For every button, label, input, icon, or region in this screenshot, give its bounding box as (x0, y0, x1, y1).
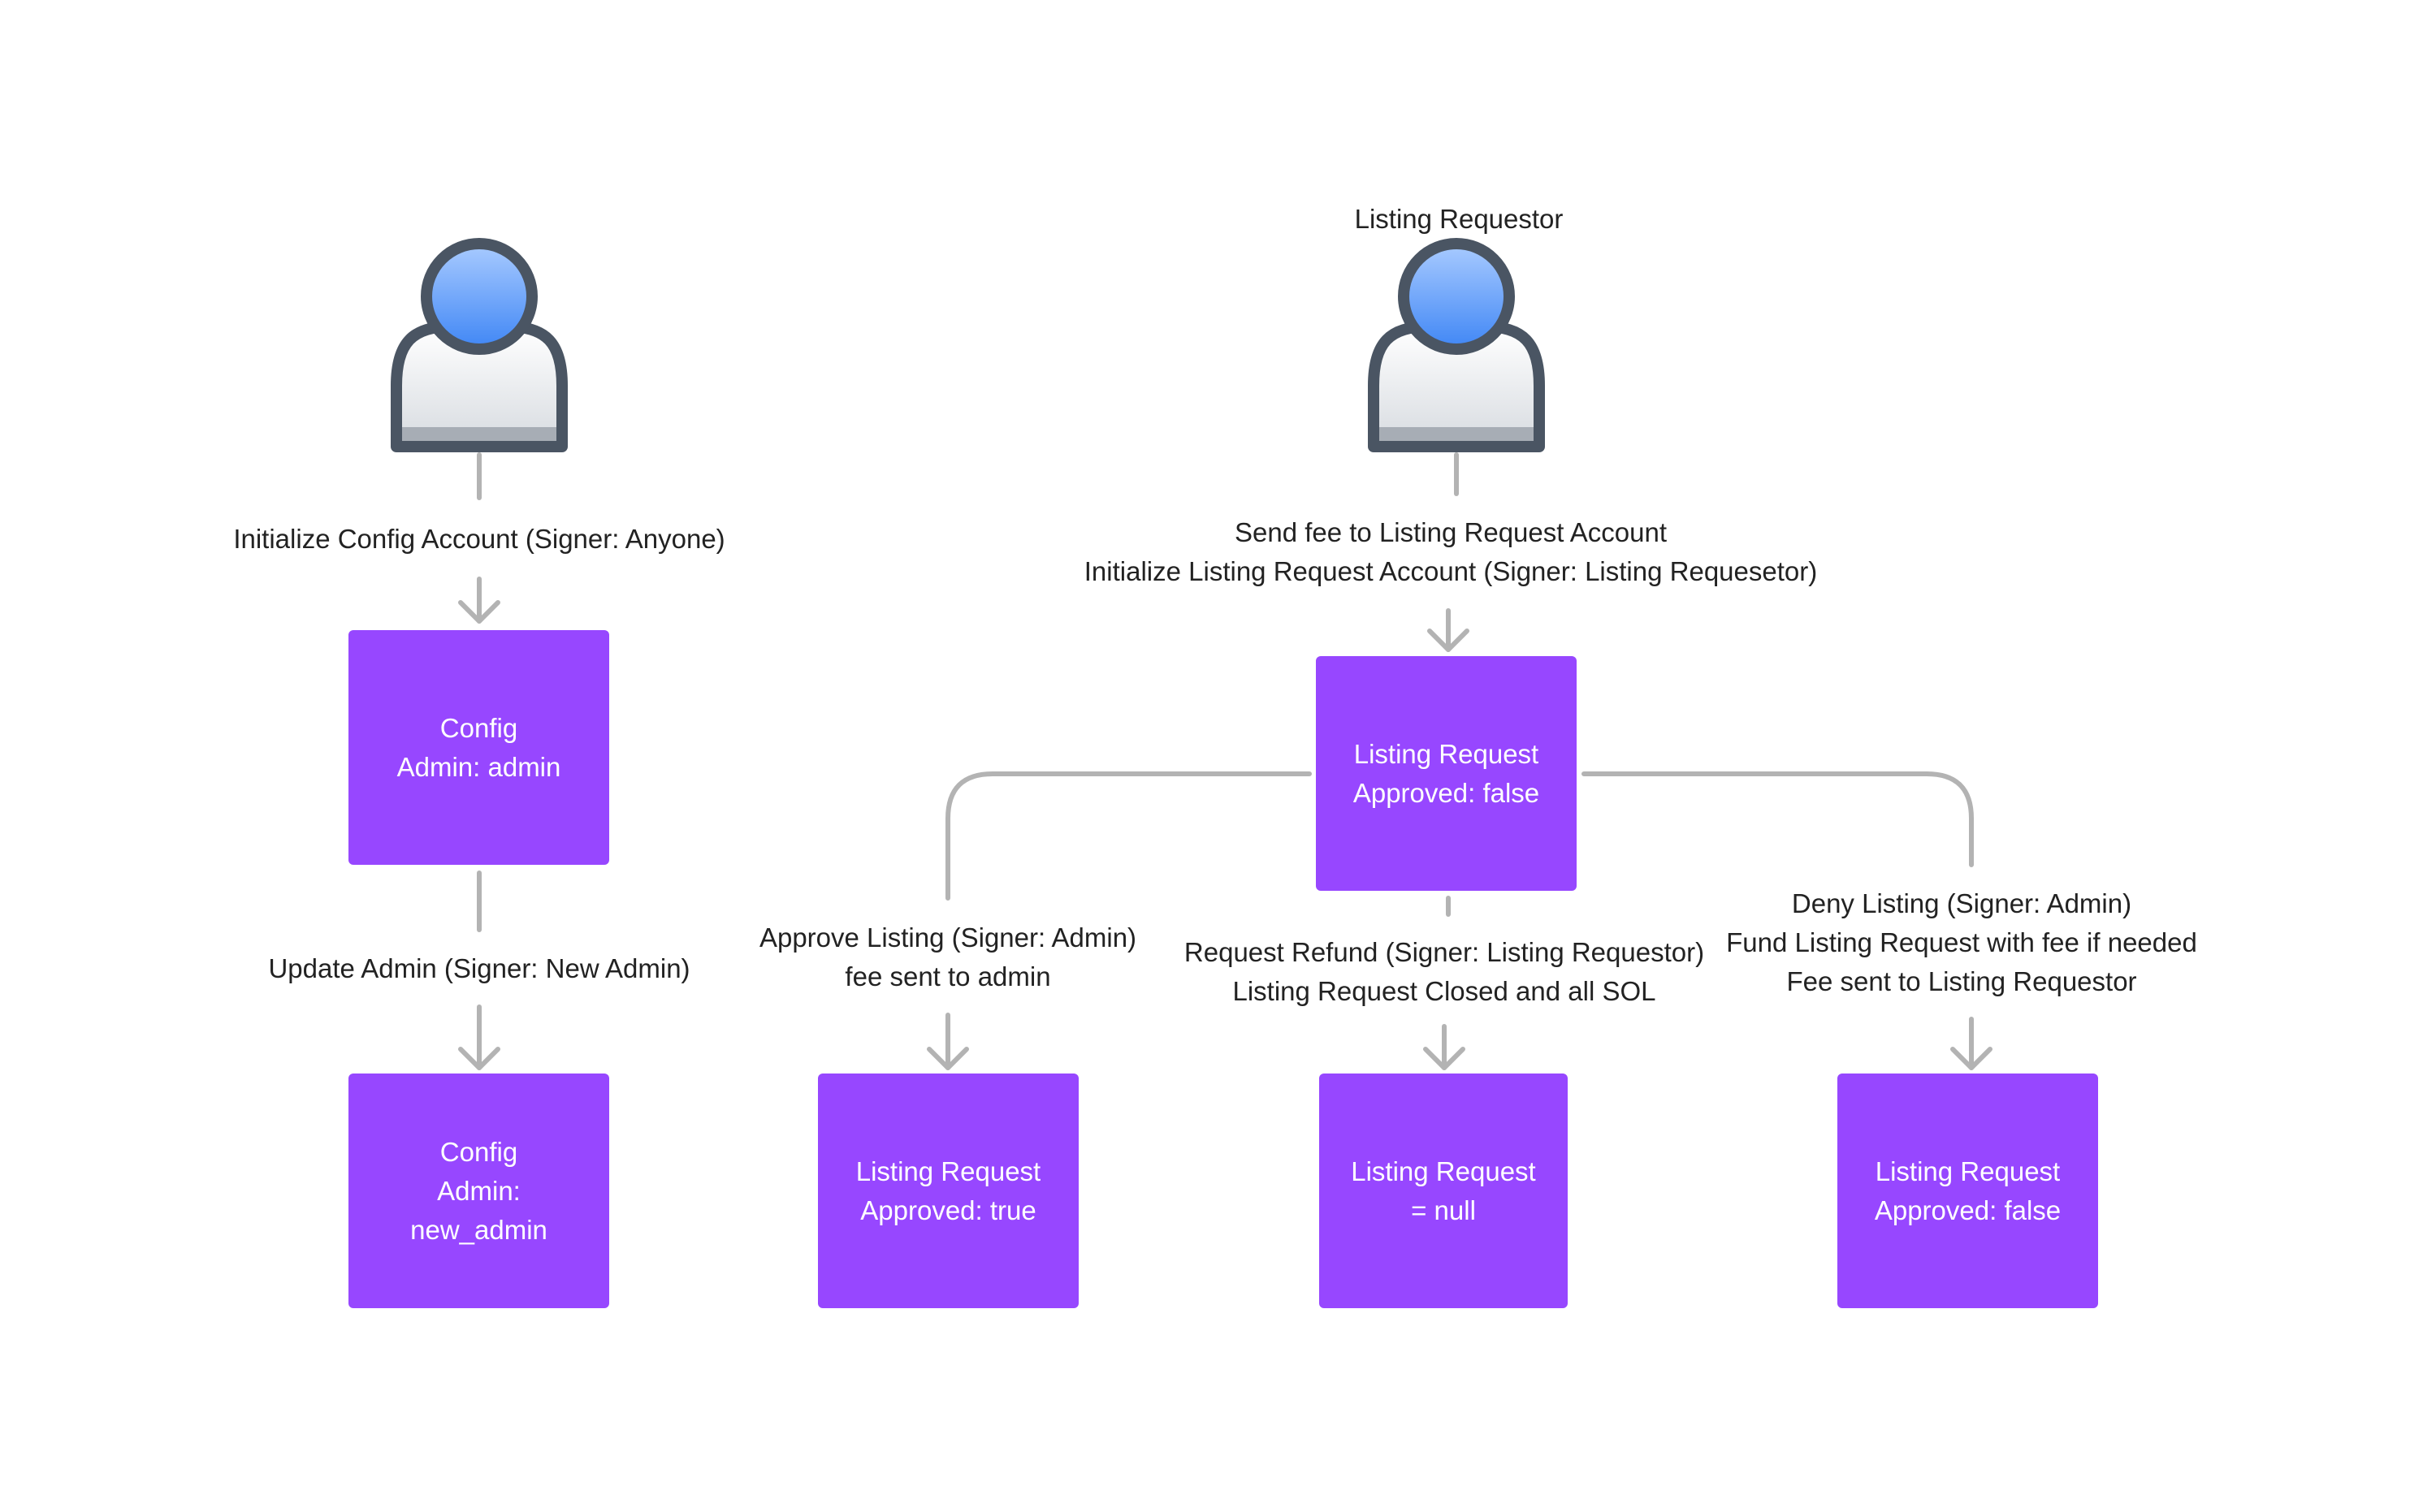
listing-denied-line-1: Listing Request (1875, 1156, 2061, 1186)
arrow-to-listing-denied (1950, 1017, 1992, 1070)
refund-label: Request Refund (Signer: Listing Requesto… (1184, 933, 1704, 1011)
listing-requestor-actor-icon (1374, 244, 1539, 447)
refund-line-1: Request Refund (Signer: Listing Requesto… (1183, 937, 1705, 967)
listing-request-null-box: Listing Request = null (1319, 1074, 1568, 1308)
deny-line-2: Fund Listing Request with fee if needed (1726, 927, 2197, 957)
config-new-admin-box: Config Admin: new_admin (348, 1074, 609, 1308)
listing-request-approved-box: Listing Request Approved: true (818, 1074, 1079, 1308)
arrow-to-config (458, 577, 500, 624)
listing-request-denied-box: Listing Request Approved: false (1837, 1074, 2098, 1308)
config-box-line-2: Admin: admin (396, 751, 561, 782)
arrow-to-listing-initial (1427, 608, 1469, 652)
branch-approve (945, 771, 1312, 901)
approve-line-2: fee sent to admin (845, 961, 1051, 991)
listing-approved-line-1: Listing Request (855, 1156, 1041, 1186)
branch-deny (1581, 771, 1974, 867)
admin-actor-icon (396, 244, 562, 447)
listing-initial-line-2: Approved: false (1352, 777, 1540, 808)
deny-label: Deny Listing (Signer: Admin) Fund Listin… (1726, 884, 2197, 1001)
send-fee-line-2: Initialize Listing Request Account (Sign… (1084, 556, 1818, 586)
listing-requestor-label: Listing Requestor (1354, 204, 1564, 234)
listing-approved-line-2: Approved: true (860, 1194, 1036, 1225)
listing-null-line-1: Listing Request (1351, 1156, 1536, 1186)
arrow-to-listing-approved (927, 1013, 969, 1070)
listing-denied-line-2: Approved: false (1874, 1194, 2062, 1225)
config-box-line-1: Config (439, 712, 518, 743)
send-fee-label: Send fee to Listing Request Account Init… (1084, 513, 1818, 591)
init-config-label: Initialize Config Account (Signer: Anyon… (233, 524, 725, 554)
config-box: Config Admin: admin (348, 630, 609, 865)
config-new-box-line-3: new_admin (410, 1214, 547, 1245)
listing-null-line-2: = null (1411, 1194, 1476, 1225)
send-fee-line-1: Send fee to Listing Request Account (1234, 517, 1668, 547)
config-new-box-line-1: Config (439, 1136, 518, 1167)
deny-line-3: Fee sent to Listing Requestor (1786, 966, 2137, 996)
listing-request-initial-box: Listing Request Approved: false (1316, 656, 1577, 891)
approve-line-1: Approve Listing (Signer: Admin) (759, 922, 1137, 953)
arrow-to-config-new (458, 1004, 500, 1070)
update-admin-label: Update Admin (Signer: New Admin) (268, 953, 690, 983)
refund-line-2: Listing Request Closed and all SOL (1232, 976, 1656, 1006)
arrow-to-listing-null (1423, 1024, 1465, 1070)
listing-initial-line-1: Listing Request (1353, 738, 1539, 769)
deny-line-1: Deny Listing (Signer: Admin) (1791, 888, 2132, 918)
approve-label: Approve Listing (Signer: Admin) fee sent… (759, 918, 1136, 996)
config-new-box-line-2: Admin: (437, 1175, 521, 1206)
